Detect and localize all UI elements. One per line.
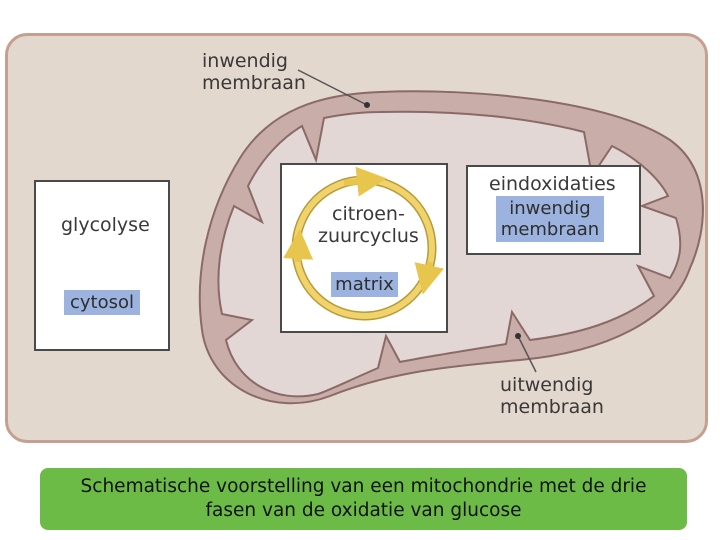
matrix-chip: matrix bbox=[331, 272, 398, 297]
end-oxidation-label: eindoxidaties bbox=[489, 173, 616, 195]
inner-membrane-label-line2: membraan bbox=[202, 72, 306, 94]
outer-membrane-label-line1: uitwendig bbox=[500, 374, 594, 396]
end-oxidation-location-line1: inwendig bbox=[509, 198, 591, 219]
citric-cycle-label-line1: citroen- bbox=[332, 203, 405, 225]
pointer-line-outer-membrane bbox=[517, 335, 537, 373]
citric-cycle-label: citroen- zuurcyclus bbox=[318, 203, 419, 247]
caption-line2: fasen van de oxidatie van glucose bbox=[205, 500, 522, 521]
cytosol-chip: cytosol bbox=[64, 290, 140, 315]
caption-line1: Schematische voorstelling van een mitoch… bbox=[80, 476, 647, 497]
cycle-arrow-top bbox=[343, 166, 387, 197]
mitochondrion-diagram bbox=[34, 69, 704, 405]
glycolysis-label: glycolyse bbox=[61, 214, 150, 236]
end-oxidation-location-line2: membraan bbox=[500, 219, 600, 240]
pointer-line-inner-membrane bbox=[297, 69, 368, 106]
cycle-arrow-left bbox=[283, 229, 314, 263]
cycle-arrow-right bbox=[414, 261, 444, 295]
caption-banner: Schematische voorstelling van een mitoch… bbox=[40, 468, 687, 530]
caption-text: Schematische voorstelling van een mitoch… bbox=[61, 475, 667, 523]
outer-membrane-label: uitwendig membraan bbox=[500, 374, 604, 418]
citric-cycle-box bbox=[280, 163, 448, 333]
inner-membrane-label-line1: inwendig bbox=[202, 50, 288, 72]
pointer-dot-outer-membrane bbox=[515, 333, 521, 339]
inner-membrane-label: inwendig membraan bbox=[202, 50, 306, 94]
citric-cycle-label-line2: zuurcyclus bbox=[318, 225, 419, 247]
pointer-dot-inner-membrane bbox=[364, 102, 370, 108]
end-oxidation-location-chip: inwendig membraan bbox=[496, 196, 604, 242]
glycolysis-box bbox=[34, 180, 170, 351]
outer-membrane-label-line2: membraan bbox=[500, 396, 604, 418]
